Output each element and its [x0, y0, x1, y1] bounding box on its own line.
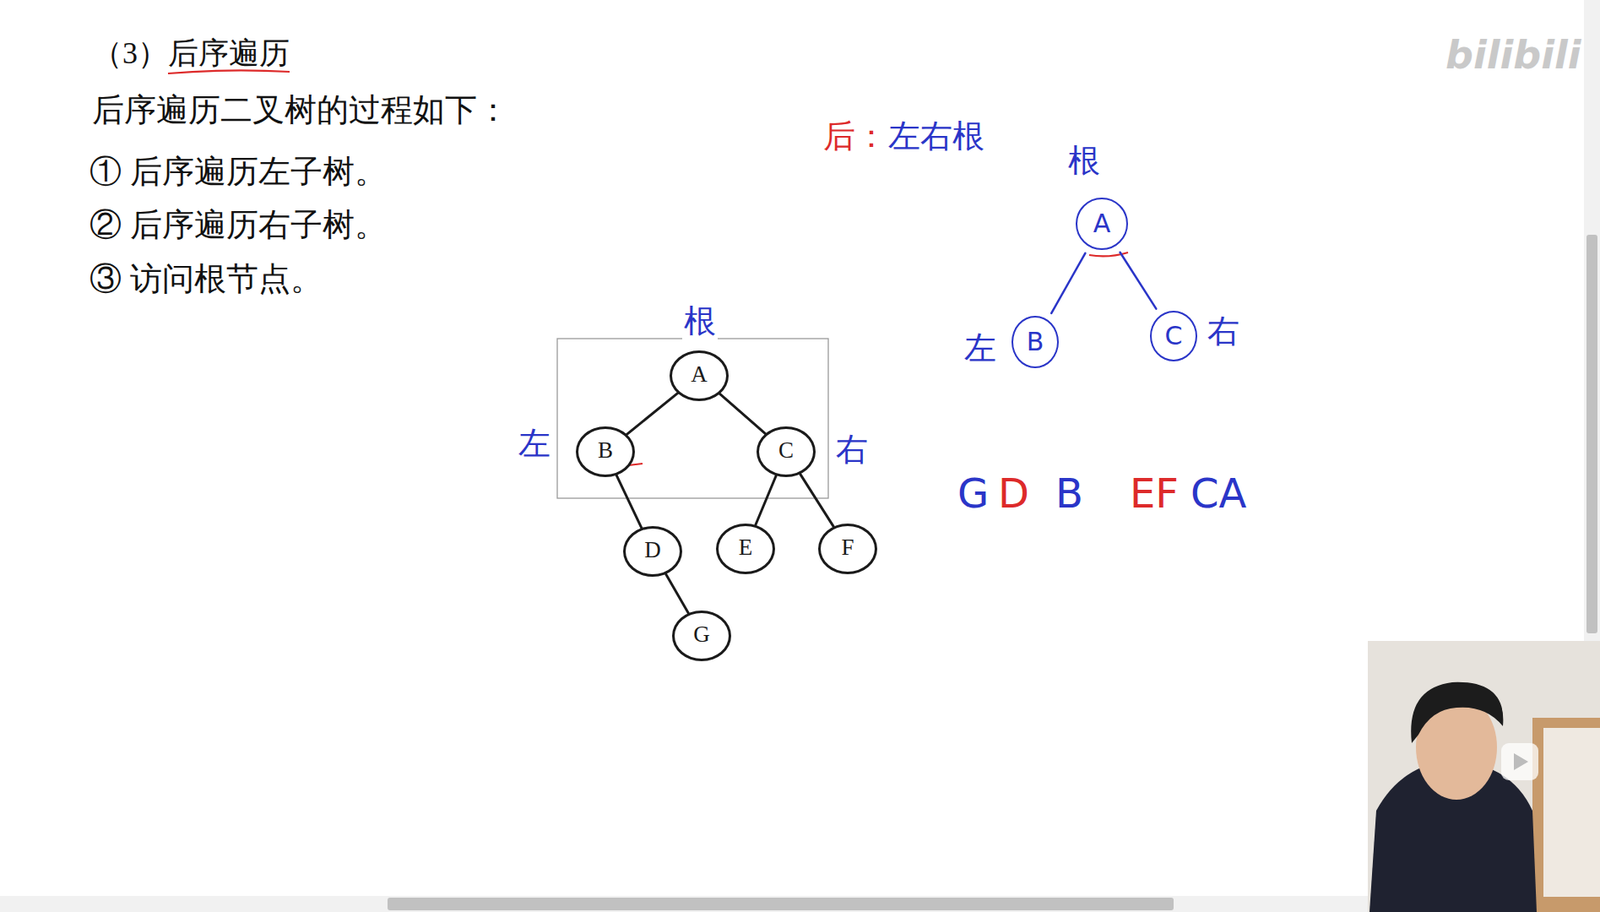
- tree-edge-line: [800, 473, 835, 527]
- node-letter: C: [778, 439, 794, 462]
- node-letter: B: [1026, 329, 1045, 355]
- traversal-result: G: [957, 471, 989, 516]
- step-text: ③ 访问根节点。: [89, 261, 323, 298]
- tree-edge: [800, 473, 835, 527]
- handwritten-annotation: 右: [1205, 314, 1242, 350]
- tree-edge-line: [720, 393, 766, 434]
- scrollbar-track: [0, 895, 1600, 912]
- person-hair: [1410, 682, 1503, 744]
- tree-node-circle: D: [623, 526, 683, 577]
- node-letter: C: [1165, 323, 1183, 349]
- tree-node-circle: C: [756, 426, 816, 478]
- tree-edge: [755, 475, 776, 526]
- node-letter: A: [1093, 211, 1112, 237]
- tree-edge: [720, 393, 766, 434]
- tree-edge-line: [626, 393, 678, 435]
- tree-node-circle: B: [575, 426, 635, 478]
- sketch-node-circle: A: [1075, 197, 1129, 250]
- node-letter: G: [693, 623, 711, 646]
- tree-edge-line: [1051, 253, 1085, 314]
- node-letter: B: [597, 439, 613, 462]
- traversal-result: CA: [1190, 471, 1247, 516]
- step-text: ① 后序遍历左子树。: [89, 154, 387, 190]
- tree-edge-line: [666, 574, 689, 613]
- shelf: [1532, 717, 1600, 912]
- traversal-result: D: [997, 471, 1030, 516]
- tree-edge: [1051, 253, 1085, 314]
- tree-edge: [666, 574, 689, 613]
- handwritten-annotation: 左: [962, 330, 998, 367]
- handwritten-annotation: 根: [1066, 143, 1102, 179]
- tree-edge-line: [1120, 252, 1157, 310]
- selection-box: [557, 338, 829, 499]
- scrollbar-thumb: [387, 897, 1174, 911]
- sketch-node-circle: B: [1011, 315, 1059, 369]
- play-icon-frame: [1501, 743, 1539, 781]
- tree-node-circle: G: [672, 610, 732, 662]
- node-letter: E: [738, 536, 754, 559]
- tree-edge: [1120, 252, 1157, 310]
- video-background: [1367, 640, 1600, 912]
- handwritten-annotation: 左: [516, 426, 553, 462]
- handwritten-note: 左右根: [888, 119, 985, 155]
- tree-node-circle: F: [818, 523, 878, 575]
- sketch-node-circle: C: [1149, 310, 1198, 362]
- traversal-result: EF: [1129, 471, 1179, 516]
- tree-node-circle: E: [715, 523, 776, 575]
- handwritten-annotation: 根: [682, 303, 718, 340]
- tree-edge-line: [755, 475, 776, 526]
- video-inset: [1367, 640, 1600, 912]
- slide-title: （3）后序遍历: [92, 37, 290, 71]
- handwritten-annotation: 右: [834, 432, 870, 468]
- scrollbar-thumb: [1586, 234, 1598, 634]
- tree-edge: [616, 475, 642, 528]
- intro-text: 后序遍历二叉树的过程如下：: [92, 92, 510, 129]
- tree-edge: [626, 393, 678, 435]
- handwritten-note: 后：: [823, 119, 888, 155]
- play-icon: [1513, 753, 1529, 771]
- shelf-inside: [1543, 727, 1600, 897]
- watermark: bilibili: [1445, 33, 1581, 77]
- tree-edge-line: [616, 475, 642, 528]
- step-text: ② 后序遍历右子树。: [89, 207, 387, 244]
- node-letter: F: [840, 536, 854, 559]
- title-underline: [168, 70, 290, 74]
- tree-node-circle: A: [669, 350, 729, 402]
- node-letter: A: [690, 363, 708, 386]
- traversal-result: B: [1055, 471, 1084, 516]
- node-letter: D: [644, 538, 662, 562]
